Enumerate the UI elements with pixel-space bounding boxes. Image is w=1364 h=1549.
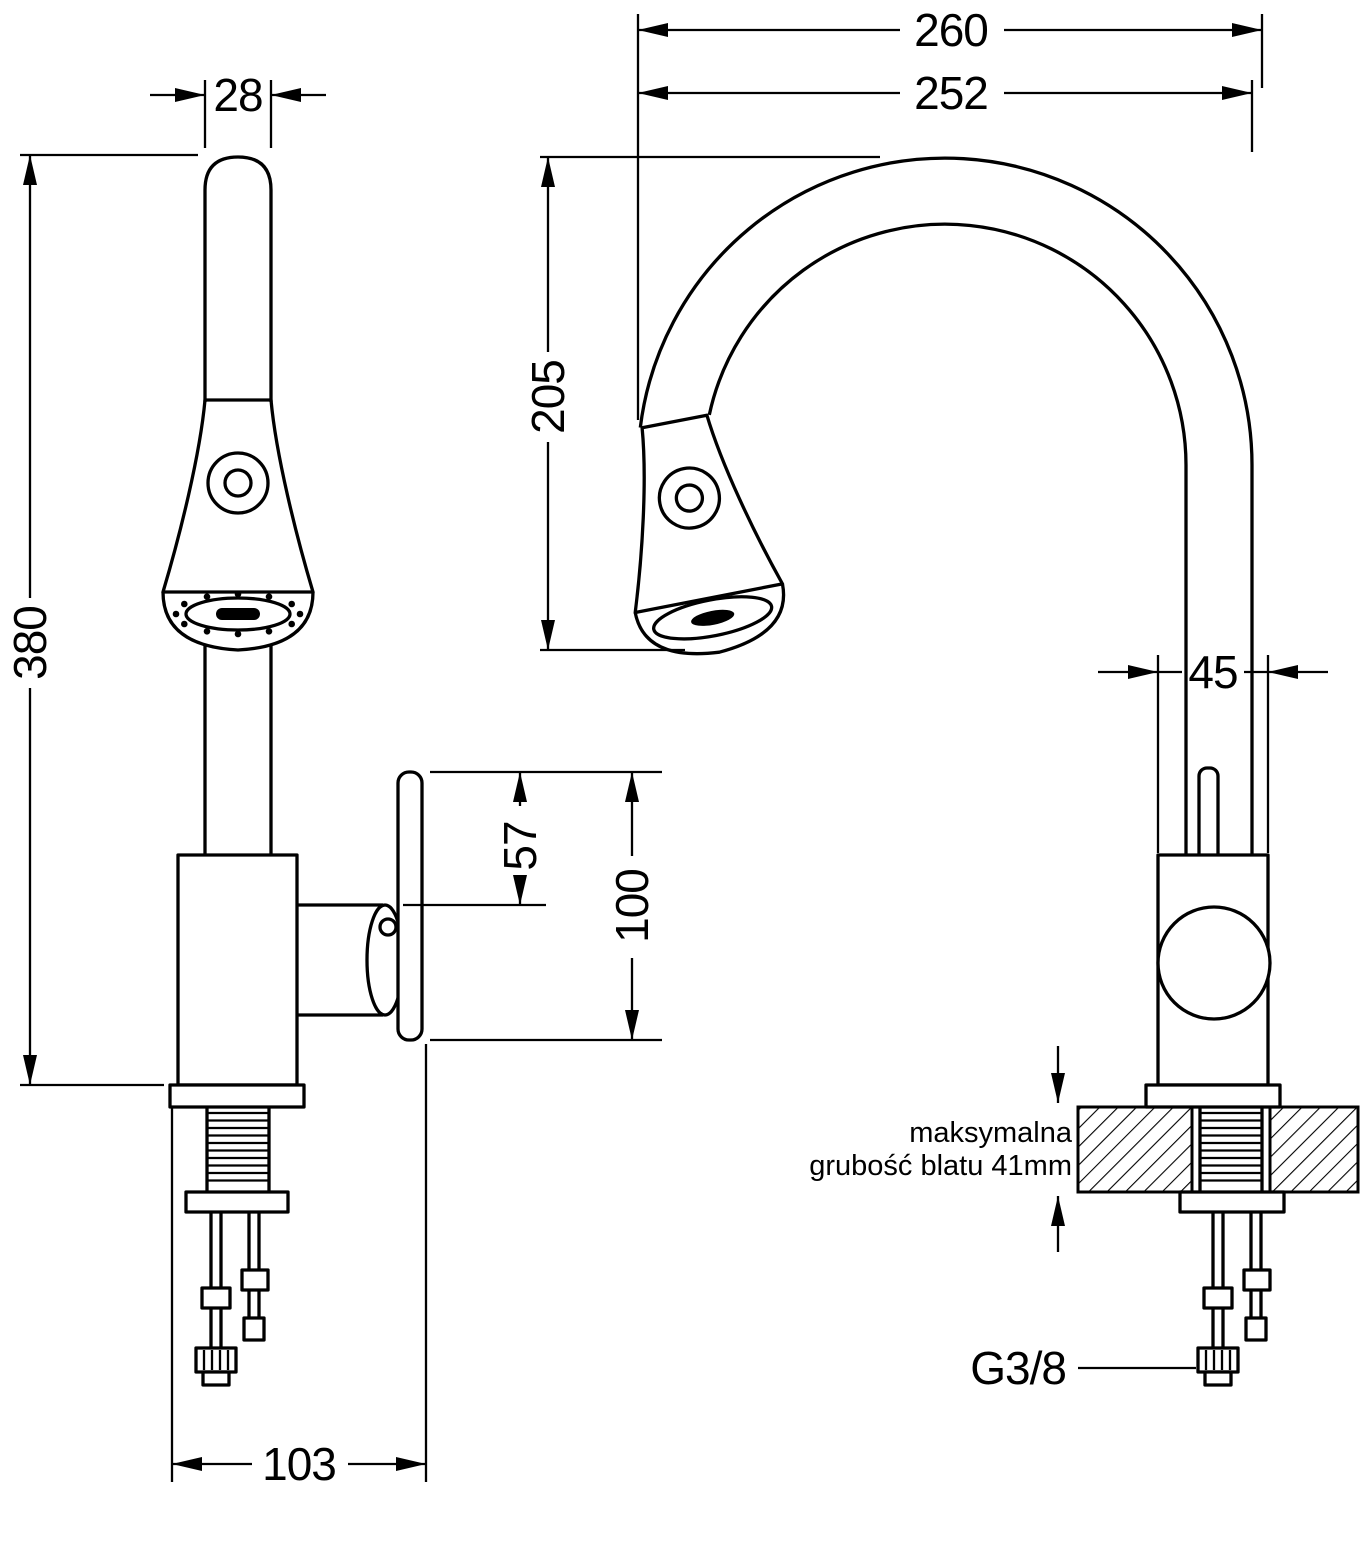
front-mounting-plate bbox=[184, 1190, 290, 1214]
side-mounting-plate bbox=[1178, 1190, 1286, 1214]
side-view bbox=[633, 156, 1360, 1387]
side-aerator-slot bbox=[691, 609, 735, 626]
dim-label-reach-inner: 252 bbox=[914, 67, 988, 119]
dim-label-base-span: 103 bbox=[262, 1438, 336, 1490]
dim-label-total-height: 380 bbox=[4, 606, 56, 680]
front-mounting-hardware bbox=[194, 1212, 270, 1387]
counter-note-line1: maksymalna bbox=[909, 1117, 1073, 1149]
front-spout-pipe bbox=[203, 155, 273, 402]
front-dimensions: 28 380 57 100 103 bbox=[4, 69, 662, 1490]
aerator-dots bbox=[172, 590, 304, 638]
countertop-right bbox=[1268, 1105, 1360, 1194]
dim-label-handle-height: 100 bbox=[606, 869, 658, 943]
dim-label-handle-offset: 57 bbox=[494, 821, 546, 870]
countertop-left bbox=[1076, 1105, 1194, 1194]
spray-button-inner bbox=[223, 468, 253, 498]
front-shank-threads bbox=[207, 1111, 269, 1182]
side-hose-nut bbox=[1196, 1346, 1240, 1374]
dim-label-reach-outer: 260 bbox=[914, 4, 988, 56]
front-spray-head bbox=[161, 398, 315, 652]
spray-head-bulge bbox=[161, 591, 315, 652]
side-gooseneck bbox=[638, 156, 1254, 466]
spray-button-outer bbox=[206, 451, 270, 515]
side-handle-pivot bbox=[1156, 905, 1272, 1021]
side-shank-threads bbox=[1200, 1111, 1262, 1182]
aerator-slot bbox=[216, 608, 260, 620]
side-mounting-hardware bbox=[1196, 1212, 1272, 1387]
side-dimensions: 260 252 205 45 maksymalna grubość blatu … bbox=[522, 4, 1328, 1394]
side-aerator-ring bbox=[652, 595, 774, 641]
side-base-flange bbox=[1144, 1083, 1282, 1109]
handle-connector bbox=[297, 903, 383, 1017]
dim-label-spout-clearance: 205 bbox=[522, 360, 574, 434]
side-handle-lever bbox=[1197, 766, 1220, 865]
front-base-flange bbox=[168, 1083, 306, 1109]
front-column bbox=[203, 644, 273, 855]
front-view bbox=[161, 155, 424, 1387]
dim-label-body-depth: 45 bbox=[1188, 646, 1237, 698]
side-spray-head bbox=[633, 413, 786, 656]
front-body bbox=[176, 853, 299, 1087]
dim-label-spout-width: 28 bbox=[213, 69, 262, 121]
aerator-ring bbox=[184, 596, 292, 632]
side-riser-pipe bbox=[1184, 465, 1254, 855]
side-shank bbox=[1198, 1107, 1264, 1192]
thread-size-label: G3/8 bbox=[970, 1342, 1066, 1394]
counter-note-line2: grubość blatu 41mm bbox=[809, 1150, 1072, 1182]
handle-set-screw bbox=[378, 917, 398, 937]
front-hose-nut bbox=[194, 1346, 238, 1374]
front-shank bbox=[205, 1107, 271, 1192]
